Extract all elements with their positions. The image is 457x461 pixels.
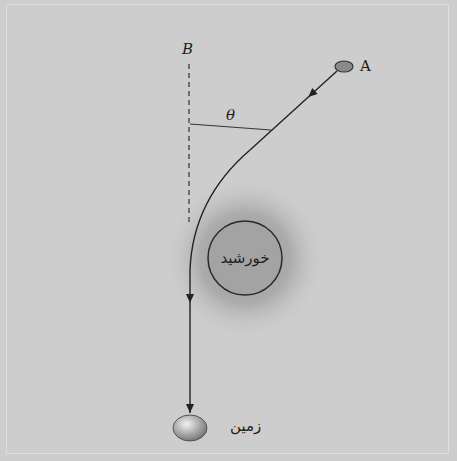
sun-circle: خورشید	[207, 220, 283, 296]
sun-corona	[163, 176, 327, 340]
angle-label: θ	[226, 106, 235, 124]
direction-arrow	[308, 88, 317, 97]
earth-shape	[173, 415, 207, 441]
direction-arrow	[186, 294, 194, 303]
point-label: B	[182, 40, 193, 58]
ray-path	[190, 71, 337, 413]
star-a: A	[334, 60, 354, 73]
arrowhead	[186, 404, 194, 413]
node-outline	[172, 414, 208, 442]
node-label: خورشید	[220, 249, 269, 267]
node-outline	[334, 60, 354, 73]
star-shape	[335, 61, 353, 72]
sun-shape	[208, 221, 282, 295]
node-label: زمین	[230, 417, 261, 435]
node-label: A	[360, 57, 371, 75]
reference-line	[188, 64, 189, 226]
earth-sphere: زمین	[172, 414, 208, 442]
light-ray	[186, 71, 337, 413]
angle-line	[190, 124, 271, 130]
